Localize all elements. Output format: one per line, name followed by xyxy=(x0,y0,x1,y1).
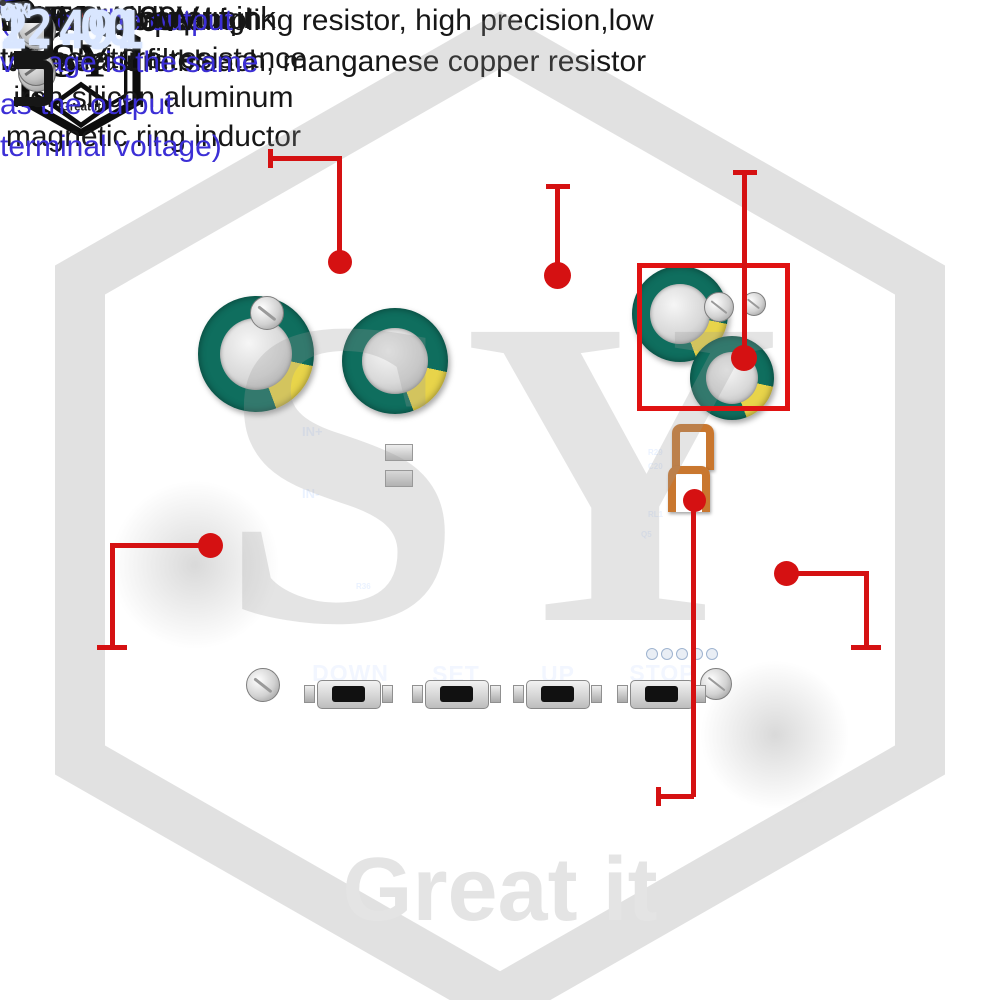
sampling-resistor-callout: Professional sampling resistor, high pre… xyxy=(0,4,654,78)
mounting-screw xyxy=(700,668,732,700)
usb-pointer-line xyxy=(864,571,869,648)
silk-in-plus: IN+ xyxy=(302,424,323,439)
lcd-cv-indicator: CV xyxy=(0,0,28,22)
shunt-resistor xyxy=(668,466,710,512)
usb-pointer-line xyxy=(789,571,869,576)
mounting-screw xyxy=(246,668,280,702)
sampling-pointer-line xyxy=(656,787,661,806)
sampling-pointer-line xyxy=(691,505,696,797)
silk-q5: Q5 xyxy=(641,530,652,539)
lcd-current-value: 2.491 xyxy=(0,0,145,62)
push-button-set xyxy=(425,680,489,709)
sampling-pointer-line xyxy=(660,794,694,799)
filter-highlight-box xyxy=(637,263,790,411)
through-hole xyxy=(646,648,658,660)
inductor-pointer-line xyxy=(337,156,342,256)
filter-pointer-dot xyxy=(731,345,757,371)
button-leg xyxy=(304,685,315,703)
silk-r29: R29 xyxy=(648,448,663,457)
inductor-pointer-line xyxy=(270,156,342,161)
shunt-resistor xyxy=(672,424,714,470)
solder-pad xyxy=(385,470,413,487)
silk-rl1: RL1 xyxy=(648,510,664,519)
logo-text: SY xyxy=(50,33,112,87)
push-button-down xyxy=(317,680,381,709)
lcd-voltage-value: 12.00 xyxy=(0,0,133,58)
dcplug-pointer-line xyxy=(112,543,207,548)
button-leg xyxy=(513,685,524,703)
button-leg xyxy=(591,685,602,703)
button-leg xyxy=(617,685,628,703)
svg-text:Great it: Great it xyxy=(342,840,657,940)
mounting-screw xyxy=(250,296,284,330)
silk-c20: C20 xyxy=(648,462,663,471)
usb-pointer-line xyxy=(851,645,881,650)
button-leg xyxy=(490,685,501,703)
lcd-volt-unit: V xyxy=(0,0,16,26)
through-hole xyxy=(706,648,718,660)
capacitor xyxy=(342,308,448,414)
dc-jack-hole xyxy=(0,0,6,6)
silk-r36: R36 xyxy=(356,582,371,591)
button-leg xyxy=(382,685,393,703)
usb-contact-slot xyxy=(14,14,53,60)
silk-in-minus: IN- xyxy=(302,486,320,501)
push-button-stop xyxy=(630,680,694,709)
push-button-up xyxy=(526,680,590,709)
shadow-blob xyxy=(110,480,280,650)
sampling-pointer-dot xyxy=(683,489,706,512)
through-hole xyxy=(676,648,688,660)
dcplug-pointer-line xyxy=(110,543,115,647)
usb-contact-slot xyxy=(14,60,53,106)
through-hole xyxy=(661,648,673,660)
inductor-pointer-dot xyxy=(328,250,352,274)
filter-pointer-line xyxy=(742,170,747,355)
dcplug-pointer-line xyxy=(97,645,127,650)
heatsink-pointer-dot xyxy=(544,262,571,289)
mounting-screw xyxy=(704,292,734,322)
solder-pad xyxy=(385,444,413,461)
lcd-on-indicator: ON xyxy=(0,0,32,23)
heatsink-pointer-line xyxy=(555,184,560,264)
button-leg xyxy=(695,685,706,703)
logo-tagline: Great it xyxy=(61,101,101,113)
button-leg xyxy=(412,685,423,703)
